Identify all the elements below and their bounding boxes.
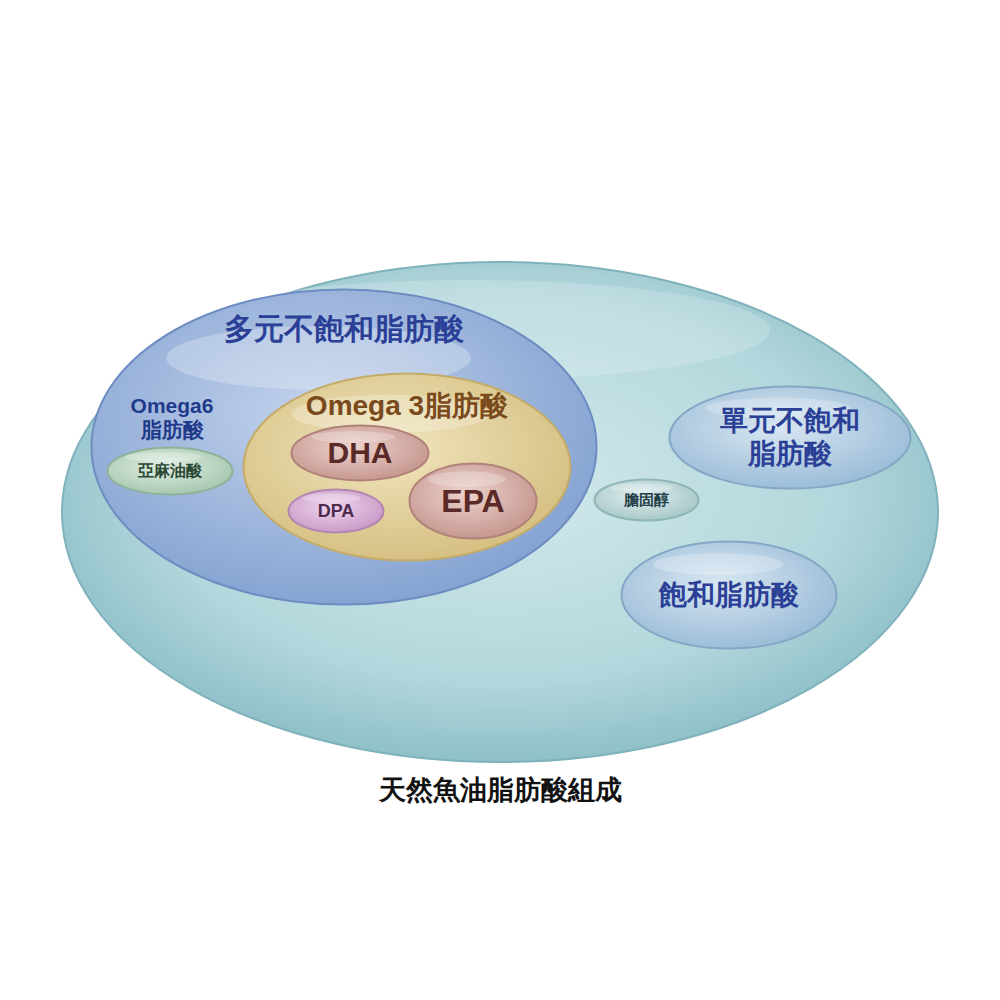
node-ellipse [289, 490, 384, 533]
node-ellipse [670, 387, 911, 489]
node-label: DHA [328, 436, 393, 471]
caption: 天然魚油脂肪酸組成 [379, 772, 622, 808]
node-ellipse [410, 464, 537, 539]
node-heading: Omega6 脂肪酸 [120, 394, 224, 442]
fatty-acid-ellipse: Omega 3脂肪酸 DHA DPA EPA [242, 372, 572, 562]
node-heading: Omega 3脂肪酸 [306, 390, 508, 422]
shine [653, 553, 784, 575]
node-ellipse [292, 426, 429, 481]
node-label: 單元不飽和 脂肪酸 [714, 405, 866, 469]
fatty-acid-ellipse: 膽固醇 [593, 478, 700, 522]
node-label: 膽固醇 [624, 491, 669, 508]
node-heading: 多元不飽和脂肪酸 [224, 312, 464, 347]
fish-oil-ellipse [62, 262, 938, 762]
fatty-acid-ellipse: DPA [287, 488, 385, 534]
node-label: 亞麻油酸 [138, 462, 202, 480]
fatty-acid-ellipse: Omega6 脂肪酸亞麻油酸 [106, 392, 238, 498]
fatty-acid-ellipse: EPA [408, 462, 538, 540]
node-ellipse [595, 480, 699, 521]
node-label: 飽和脂肪酸 [659, 579, 799, 611]
node-ellipse [244, 374, 571, 561]
fatty-acid-ellipse: 多元不飽和脂肪酸 Omega6 脂肪酸亞麻油酸 Omega 3脂肪酸 DHA DPA EP… [90, 288, 598, 606]
fatty-acid-ellipse: 單元不飽和 脂肪酸 [668, 385, 912, 490]
fatty-acid-ellipse: 飽和脂肪酸 [620, 540, 838, 650]
node-ellipse [92, 290, 597, 605]
node-label: DPA [318, 501, 355, 522]
node-ellipse [622, 542, 837, 649]
node-ellipse [108, 448, 233, 495]
fatty-acid-ellipse: DHA [290, 424, 430, 482]
shine [125, 452, 202, 462]
shine [609, 483, 673, 492]
node-label: EPA [441, 483, 504, 520]
